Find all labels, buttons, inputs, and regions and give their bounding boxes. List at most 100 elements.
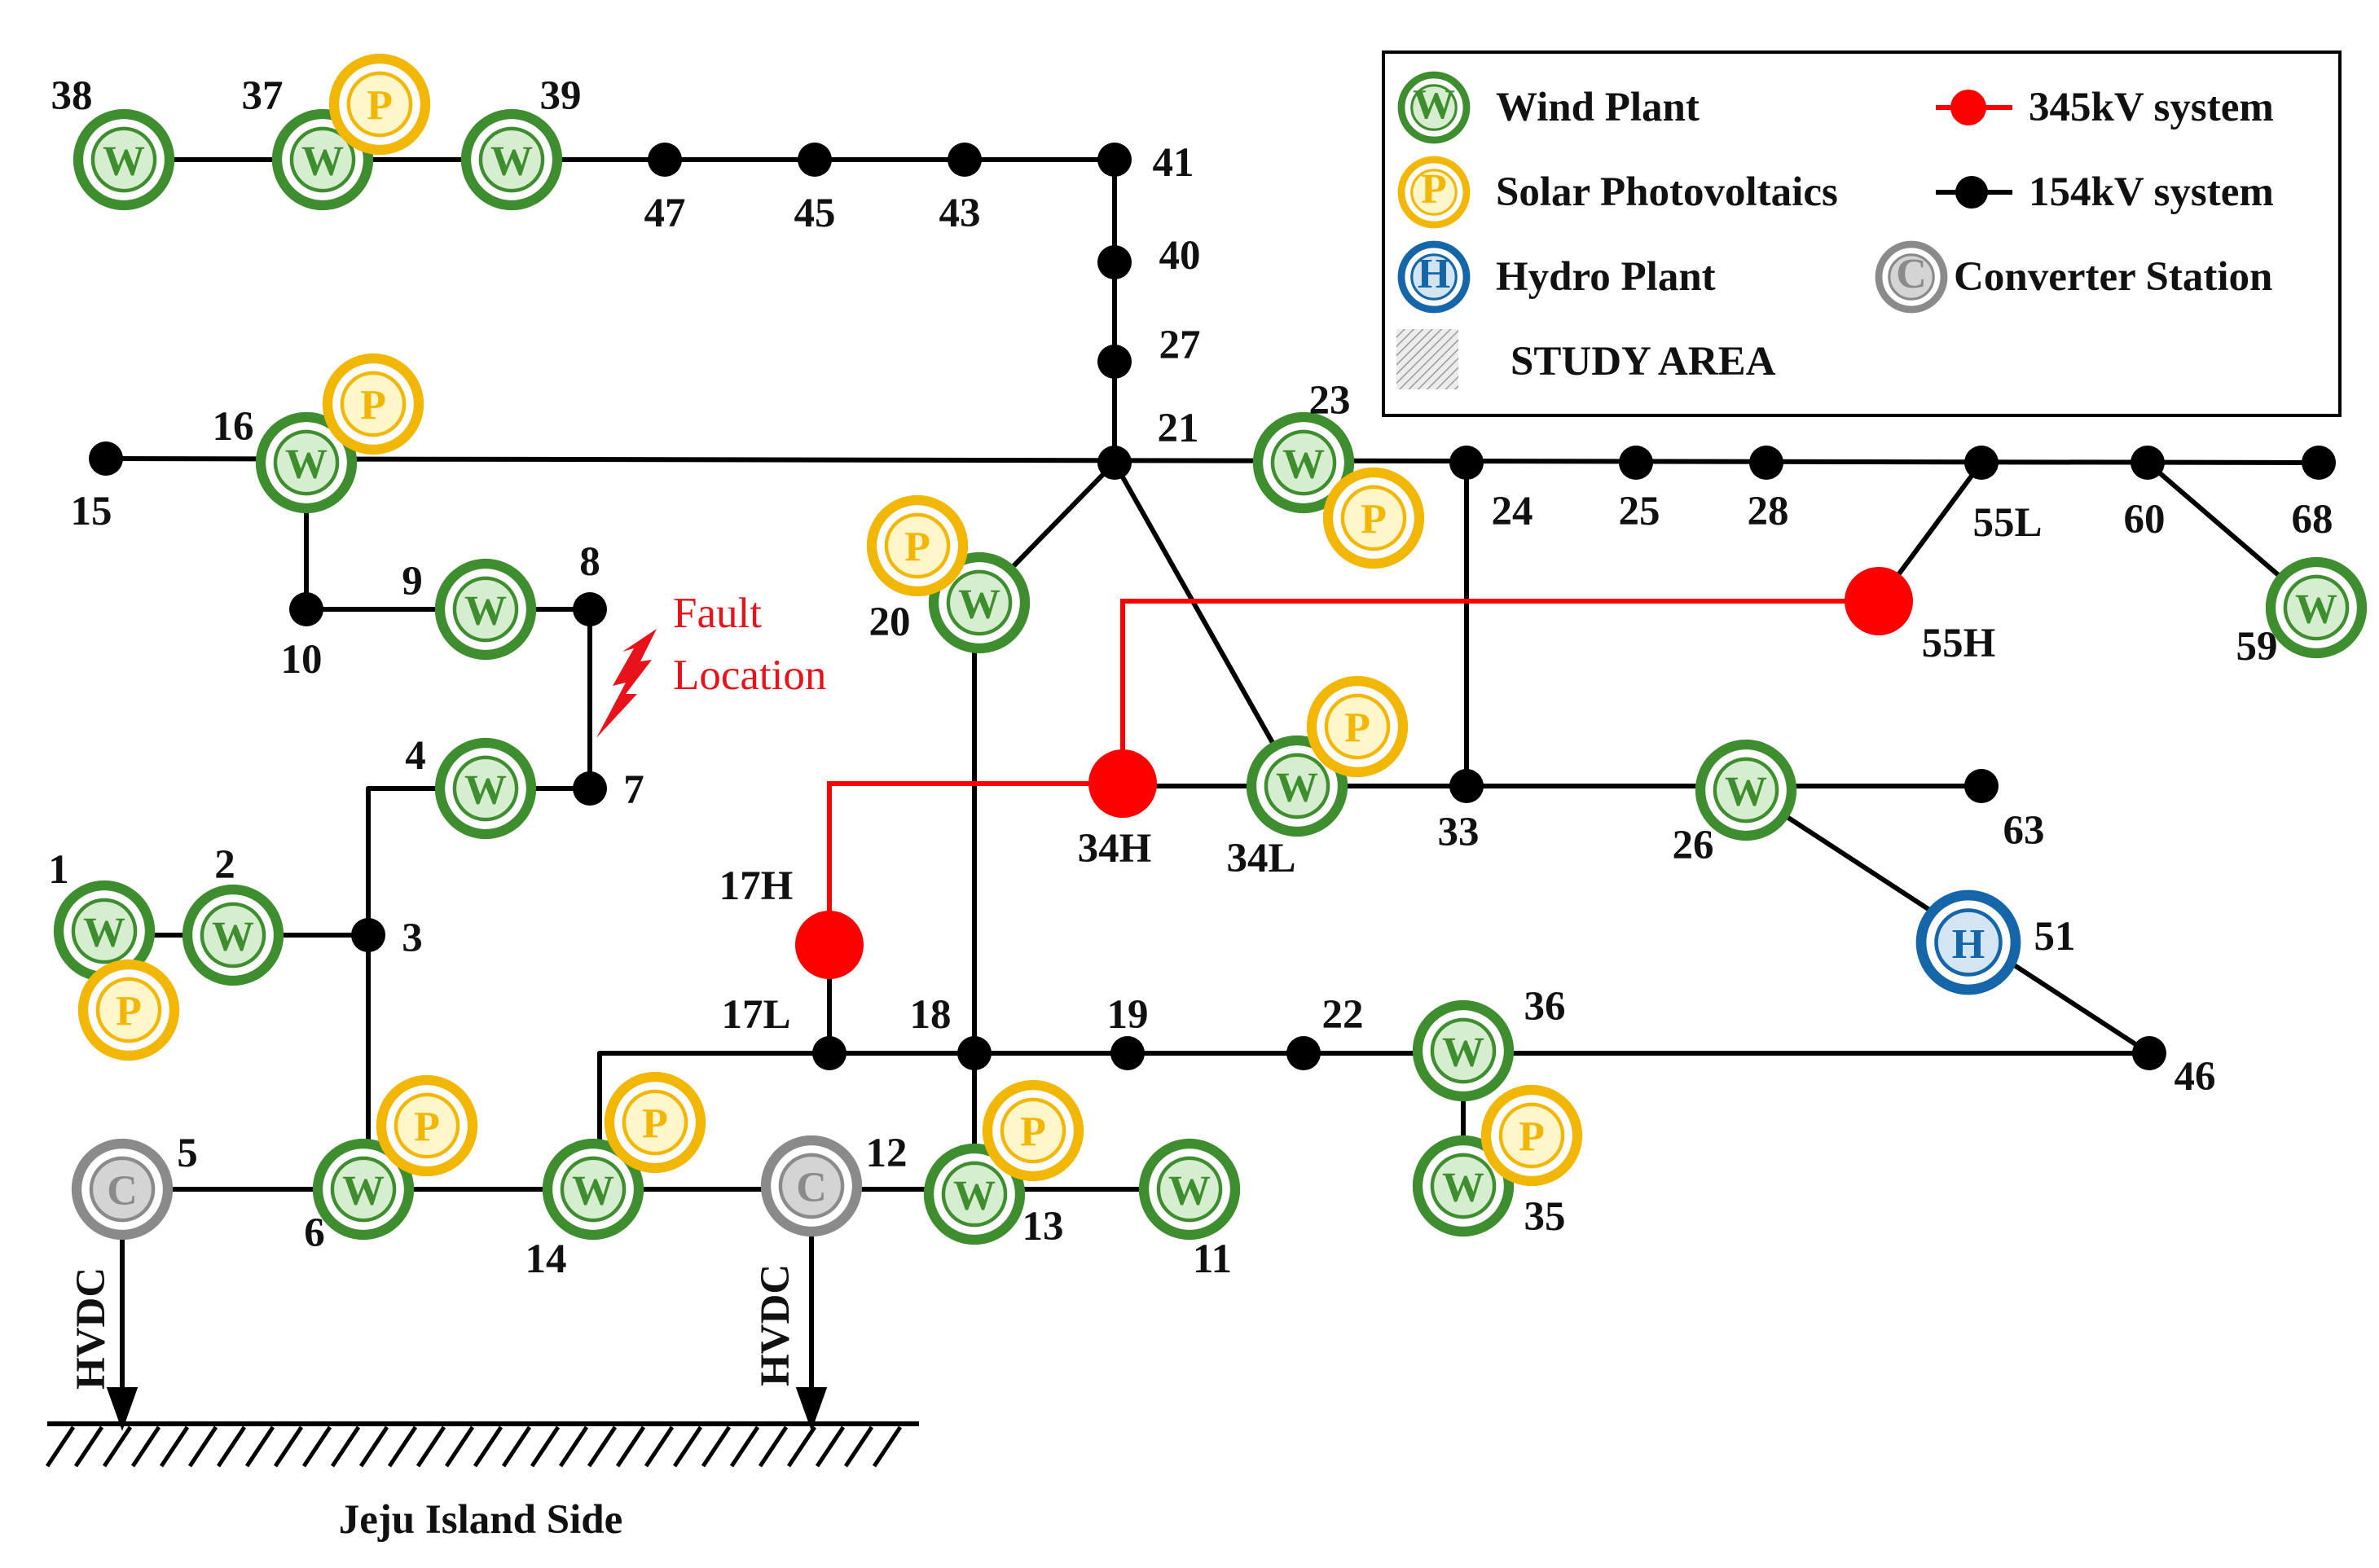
wind-plant-icon: W xyxy=(1246,735,1348,837)
bus-label-33: 33 xyxy=(1438,810,1480,855)
wind-plant-icon: W xyxy=(1412,999,1515,1102)
wind-plant-icon: W xyxy=(460,108,563,211)
bus-node xyxy=(1097,446,1132,480)
svg-text:W: W xyxy=(1276,764,1318,810)
bus-label-11: 11 xyxy=(1193,1236,1232,1282)
line-15-68 xyxy=(103,456,2321,465)
bus-label-8: 8 xyxy=(579,539,600,585)
svg-text:P: P xyxy=(360,382,386,428)
legend-box xyxy=(1382,51,2342,417)
bus-label-21: 21 xyxy=(1158,406,1199,451)
bus-label-16: 16 xyxy=(213,404,254,450)
bus-label-22: 22 xyxy=(1322,992,1364,1038)
ground-hatch-mark xyxy=(729,1425,760,1468)
hvdc-label-12: HVDC xyxy=(753,1264,798,1386)
solar-pv-icon: P xyxy=(328,53,431,156)
bus-node xyxy=(2131,446,2165,480)
bus-label-41: 41 xyxy=(1153,140,1194,186)
bus-label-17H: 17H xyxy=(719,863,794,909)
svg-text:P: P xyxy=(414,1104,440,1150)
wind-plant-icon: W xyxy=(542,1138,644,1241)
wind-plant-icon: W xyxy=(434,737,537,840)
wind-plant-icon: W xyxy=(1138,1138,1241,1241)
bus-node xyxy=(1097,143,1132,177)
svg-text:P: P xyxy=(1020,1109,1046,1155)
svg-text:W: W xyxy=(1442,1029,1484,1075)
hvdc-label-5: HVDC xyxy=(68,1267,114,1390)
legend: Wind Plant Solar Photovoltaics Hydro Pla… xyxy=(1382,51,2342,417)
ground-hatch-mark xyxy=(244,1425,275,1468)
bus-label-37: 37 xyxy=(242,73,284,119)
bus-node xyxy=(1286,1036,1321,1070)
bus-label-17L: 17L xyxy=(721,992,790,1038)
ground-hatch-mark xyxy=(301,1425,332,1468)
svg-text:P: P xyxy=(904,524,930,570)
svg-text:W: W xyxy=(83,909,125,955)
bus-node xyxy=(89,441,123,476)
solar-pv-icon: P xyxy=(376,1074,478,1177)
svg-text:W: W xyxy=(1168,1167,1211,1214)
bus-label-5: 5 xyxy=(177,1131,198,1176)
bus-label-45: 45 xyxy=(794,191,836,236)
wind-plant-icon: W xyxy=(923,1143,1026,1245)
solar-pv-icon: P xyxy=(1306,675,1409,778)
svg-text:P: P xyxy=(116,988,142,1034)
svg-text:W: W xyxy=(1413,81,1455,128)
legend-345kv-label: 345kV system xyxy=(2029,85,2274,130)
bus-label-2: 2 xyxy=(214,842,235,888)
svg-text:P: P xyxy=(642,1100,668,1147)
bus-node xyxy=(1619,446,1653,480)
bus-node xyxy=(1097,345,1132,379)
bus-node-345kv xyxy=(1088,749,1157,818)
ground-label: Jeju Island Side xyxy=(339,1497,623,1543)
bus-label-59: 59 xyxy=(2236,624,2278,670)
ground-hatch-mark xyxy=(530,1425,561,1468)
bus-label-18: 18 xyxy=(910,992,952,1038)
bus-label-26: 26 xyxy=(1673,823,1714,868)
bus-label-7: 7 xyxy=(623,767,644,813)
bus-label-68: 68 xyxy=(2292,497,2333,542)
bus-label-3: 3 xyxy=(402,916,423,961)
solar-pv-icon: P xyxy=(1480,1084,1583,1187)
bus-label-47: 47 xyxy=(644,191,686,236)
ground-hatch-mark xyxy=(587,1425,618,1468)
bus-label-28: 28 xyxy=(1748,489,1789,534)
bus-label-6: 6 xyxy=(304,1210,325,1256)
svg-text:W: W xyxy=(464,766,507,813)
svg-text:W: W xyxy=(1442,1164,1484,1210)
ground-hatch-mark xyxy=(644,1425,675,1468)
svg-text:W: W xyxy=(285,441,328,487)
wind-plant-icon: W xyxy=(928,551,1031,654)
ground-hatch-mark xyxy=(558,1425,589,1468)
ground-hatch-mark xyxy=(872,1425,903,1468)
svg-text:W: W xyxy=(953,1172,996,1219)
bus-node xyxy=(1449,769,1484,803)
wind-plant-icon: W xyxy=(312,1138,415,1241)
bus-label-10: 10 xyxy=(281,637,323,683)
ground-hatch-mark xyxy=(672,1425,703,1468)
svg-text:P: P xyxy=(1421,166,1447,213)
svg-text:W: W xyxy=(490,138,533,184)
legend-converter-label: Converter Station xyxy=(1954,254,2272,300)
svg-text:P: P xyxy=(1361,496,1387,542)
bus-node xyxy=(1964,769,1999,803)
wind-plant-icon: W xyxy=(182,884,284,986)
ground-hatch-mark xyxy=(701,1425,732,1468)
svg-text:P: P xyxy=(1519,1113,1545,1160)
solar-pv-icon: P xyxy=(77,959,180,1061)
bus-label-34L: 34L xyxy=(1226,836,1295,881)
wind-plant-icon: W xyxy=(1252,411,1355,514)
legend-154kv-dot xyxy=(1955,176,1988,209)
bus-label-63: 63 xyxy=(2003,808,2045,854)
legend-study-area-swatch xyxy=(1396,329,1458,389)
ground-hatch-mark xyxy=(330,1425,361,1468)
bus-node xyxy=(1449,446,1484,480)
ground-hatch-mark xyxy=(416,1425,446,1468)
bus-node xyxy=(948,143,982,177)
svg-text:C: C xyxy=(1896,251,1927,297)
line-34H-17H xyxy=(827,781,1123,945)
bus-label-25: 25 xyxy=(1619,489,1660,534)
fault-lightning-icon xyxy=(596,629,657,738)
